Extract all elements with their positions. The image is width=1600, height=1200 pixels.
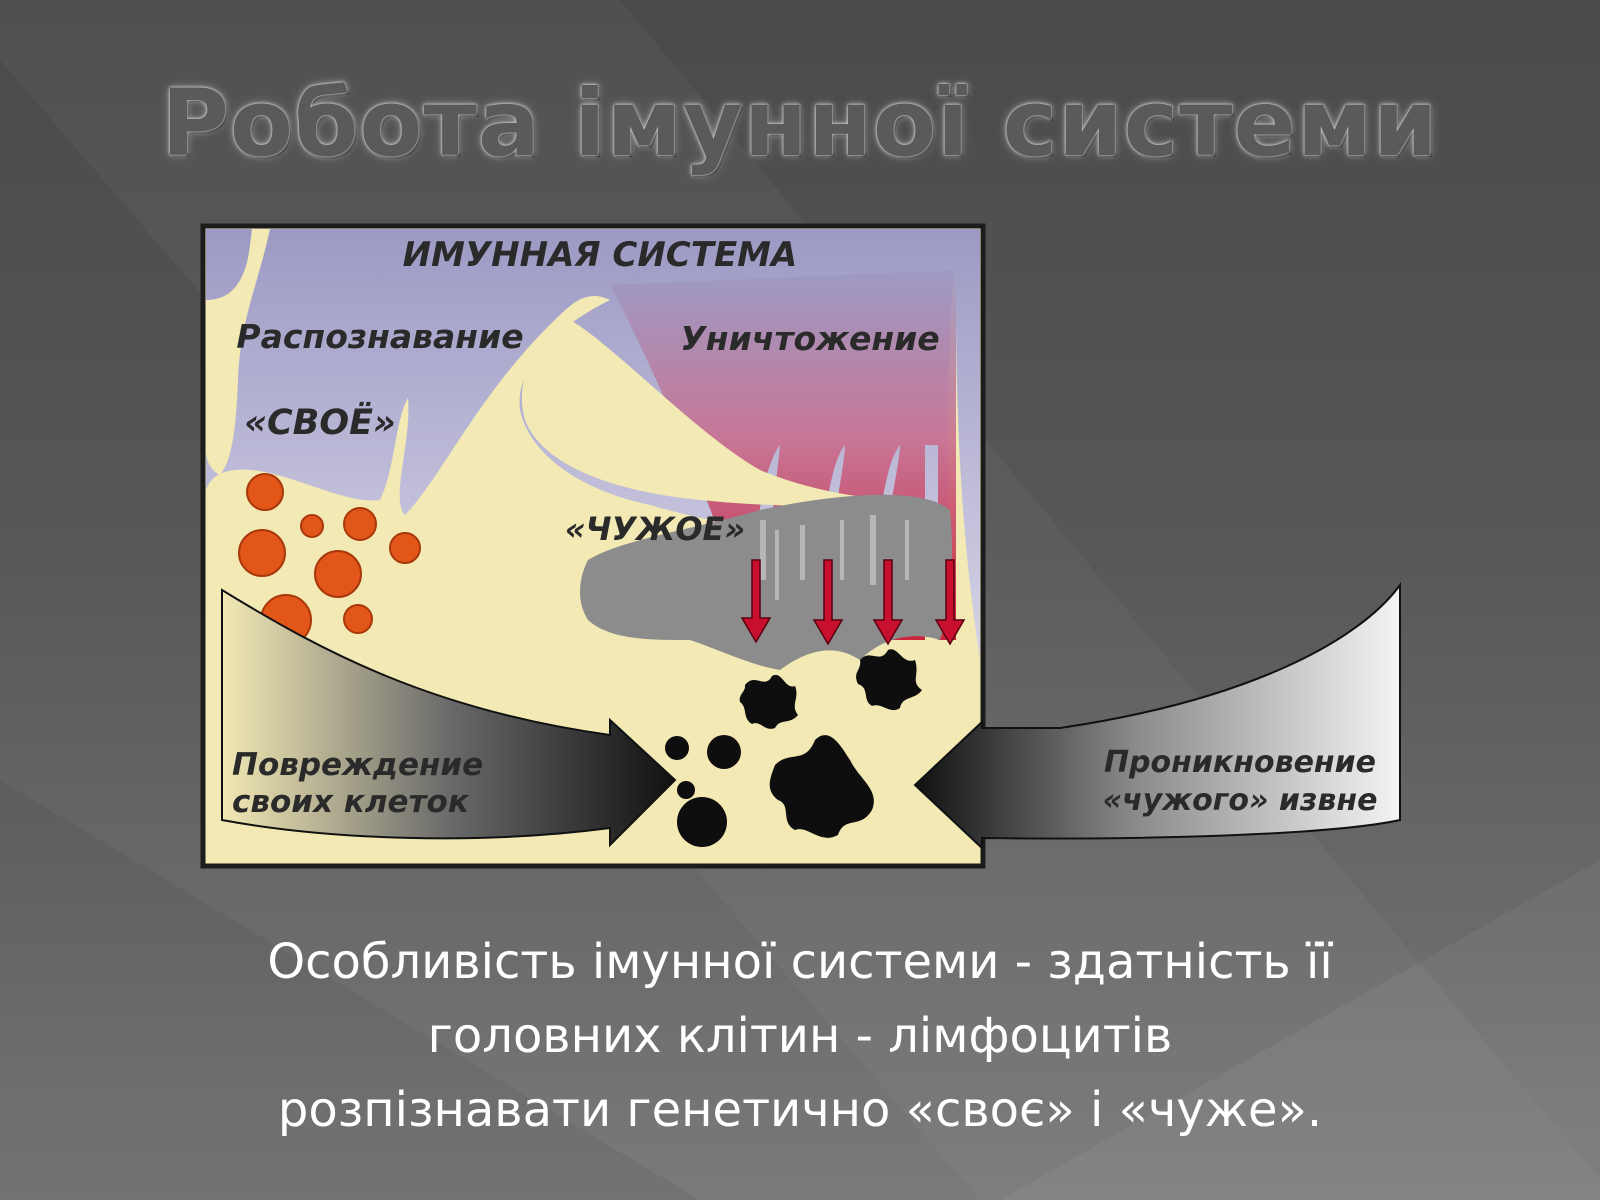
damage-arrow [221, 588, 677, 848]
pathogen-dot [665, 736, 689, 760]
label-self: «СВОЁ» [244, 401, 396, 443]
destroyed-cells [665, 649, 922, 847]
slide-caption: Особливість імунної системи - здатність … [200, 925, 1400, 1147]
slide-title: Робота імунної системи [161, 70, 1439, 177]
pathogen-blob [739, 674, 798, 729]
label-foreign: «ЧУЖОЕ» [565, 510, 745, 548]
label-recognition: Распознавание [236, 317, 523, 356]
self-cell [300, 514, 324, 538]
foreign-region-speckle [760, 515, 909, 600]
label-penetration-line2: «чужого» извне [1103, 783, 1378, 818]
label-damage-line2: своих клеток [232, 784, 470, 820]
pathogen-dot [677, 797, 727, 847]
self-cell [238, 529, 286, 577]
pathogen-blob [769, 735, 874, 838]
pathogen-dot [707, 735, 741, 769]
center-yellow-region [521, 315, 910, 506]
self-cell [343, 507, 377, 541]
destruction-arrows [740, 559, 966, 646]
penetration-arrow [913, 581, 1401, 851]
red-arrow-1 [740, 559, 772, 644]
self-cell [343, 604, 373, 634]
pathogen-dot [677, 781, 695, 799]
red-arrow-3 [872, 559, 904, 646]
pathogen-blob [856, 649, 922, 711]
caption-line-2: головних клітин - лімфоцитів [427, 1008, 1173, 1064]
label-damage-line1: Повреждение [232, 747, 483, 783]
self-cell [314, 550, 362, 598]
red-arrow-4 [934, 559, 966, 646]
label-penetration-line1: Проникновение [1104, 745, 1376, 780]
label-immune-system: ИМУННАЯ СИСТЕМА [403, 235, 798, 275]
caption-line-3: розпізнавати генетично «своє» і «чуже». [277, 1082, 1323, 1138]
caption-line-1: Особливість імунної системи - здатність … [267, 934, 1333, 990]
foreign-region [580, 494, 952, 670]
self-region [206, 229, 270, 475]
self-cell [246, 473, 284, 511]
self-cell [389, 532, 421, 564]
label-destruction: Уничтожение [680, 319, 939, 358]
red-arrow-2 [812, 559, 844, 646]
